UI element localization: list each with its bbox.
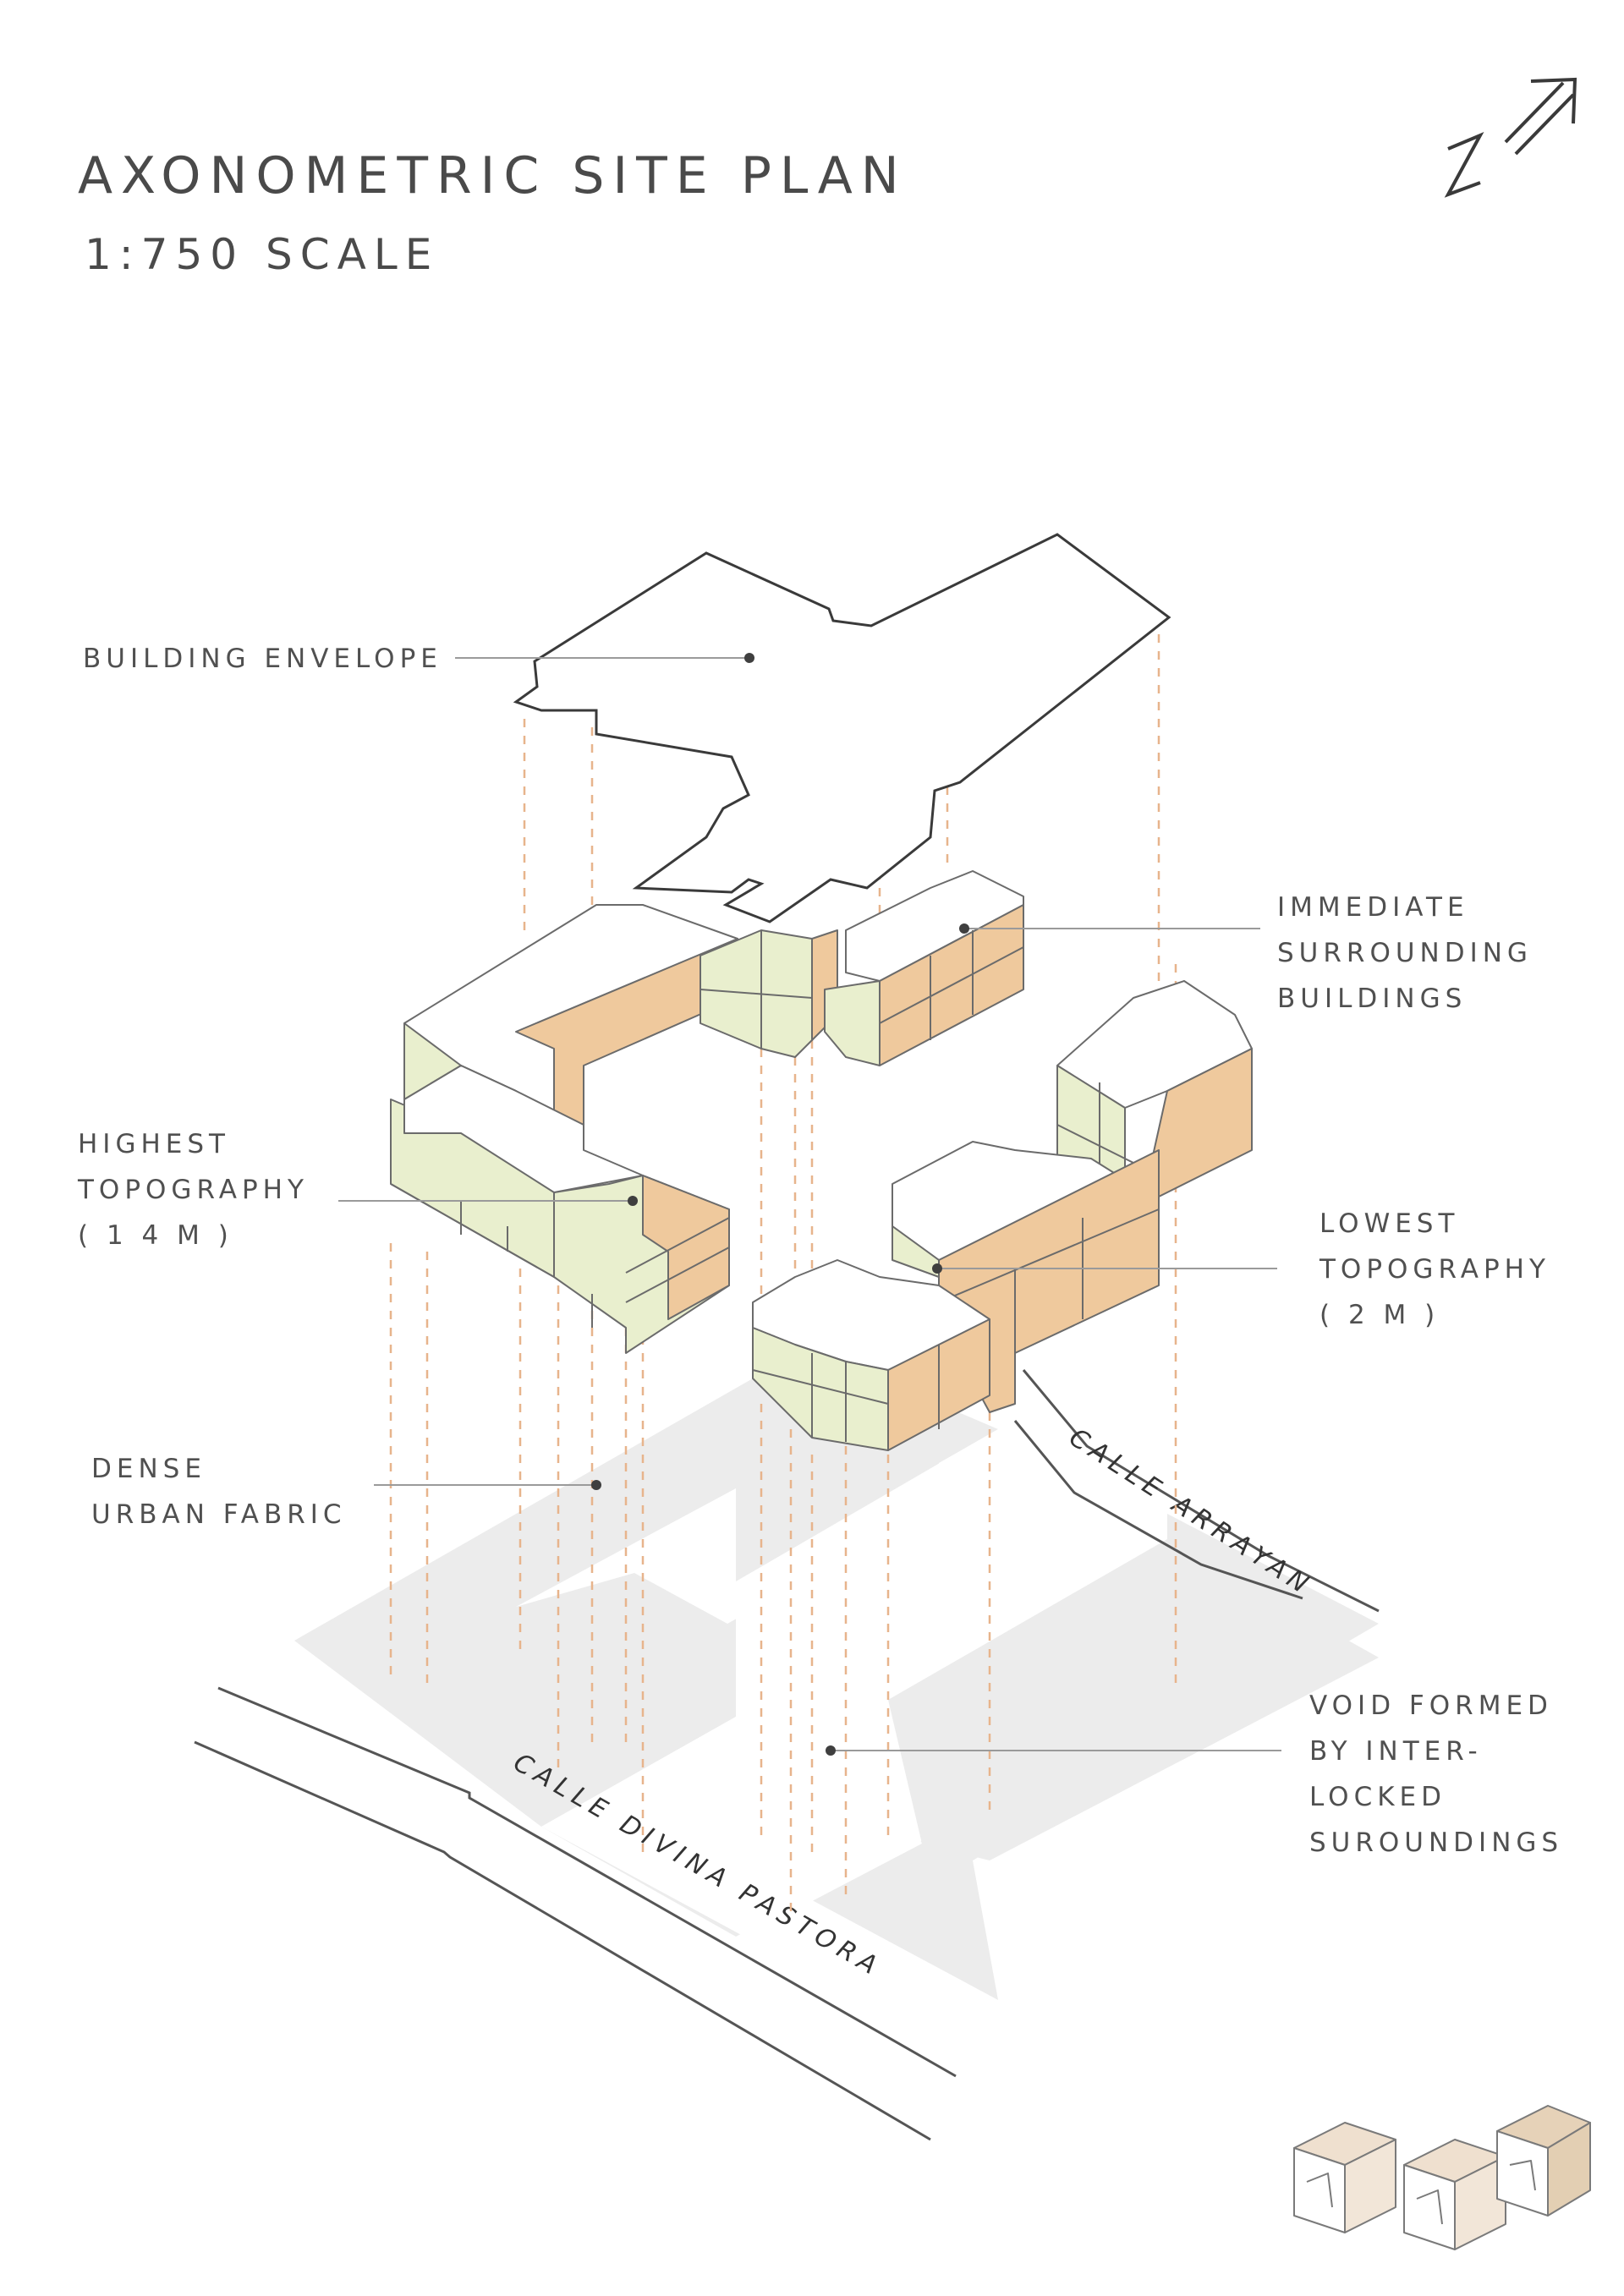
label-lowest-topography: LOWEST TOPOGRAPHY ( 2 M ): [1320, 1208, 1550, 1330]
dot-immediate-surrounding: [959, 923, 969, 934]
right-mid-top: [1056, 980, 1253, 1109]
right-top-block: [824, 870, 1024, 1066]
label-void: VOID FORMED BY INTER- LOCKED SUROUNDINGS: [1309, 1690, 1564, 1858]
north-arrow-icon: [1444, 77, 1577, 198]
center-top-block: [700, 929, 838, 1058]
left-block-stair-orange: [642, 1175, 730, 1320]
label-building-envelope: BUILDING ENVELOPE: [83, 644, 442, 674]
calle-arrayan-edge-bottom: [1013, 1420, 1303, 1600]
leader-dots: [591, 653, 969, 1756]
studio-logo: [1293, 2105, 1591, 2250]
label-highest-topography: HIGHEST TOPOGRAPHY ( 1 4 M ): [78, 1129, 309, 1251]
right-lower-block: [892, 1141, 1160, 1413]
right-top-block-top: [845, 870, 1024, 982]
left-block-top-terrace: [403, 1065, 644, 1193]
right-top-block-front-green: [824, 980, 881, 1066]
label-dense-urban-fabric: DENSE URBAN FABRIC: [91, 1454, 347, 1530]
building-envelope-outline: [513, 533, 1171, 923]
ground-plane: [294, 1378, 1379, 2000]
leader-lines: [338, 657, 1281, 1751]
right-mid-block: [1056, 980, 1253, 1244]
calle-divina-pastora-edge-bottom: [194, 1740, 931, 2141]
dot-lowest-topography: [932, 1263, 942, 1274]
ground-block-right: [888, 1539, 1379, 1860]
bottom-center-block: [752, 1259, 990, 1451]
page-title: AXONOMETRIC SITE PLAN: [78, 146, 908, 205]
dot-dense-urban-fabric: [591, 1480, 601, 1490]
calle-divina-pastora-edge-top: [217, 1686, 957, 2078]
ground-block-left: [294, 1378, 1379, 2000]
scale-subtitle: 1:750 SCALE: [85, 230, 440, 279]
dot-void: [826, 1745, 836, 1756]
dot-building-envelope: [744, 653, 754, 663]
dot-highest-topography: [628, 1196, 638, 1206]
label-immediate-surrounding: IMMEDIATE SURROUNDING BUILDINGS: [1277, 892, 1533, 1014]
drop-lines: [389, 617, 1177, 1911]
streets: [194, 1369, 1380, 2141]
ground-void: [516, 1429, 1167, 1937]
left-building-block: [390, 904, 738, 1354]
title-block: AXONOMETRIC SITE PLAN 1:750 SCALE: [78, 151, 908, 276]
calle-arrayan-edge-top: [1022, 1369, 1380, 1613]
